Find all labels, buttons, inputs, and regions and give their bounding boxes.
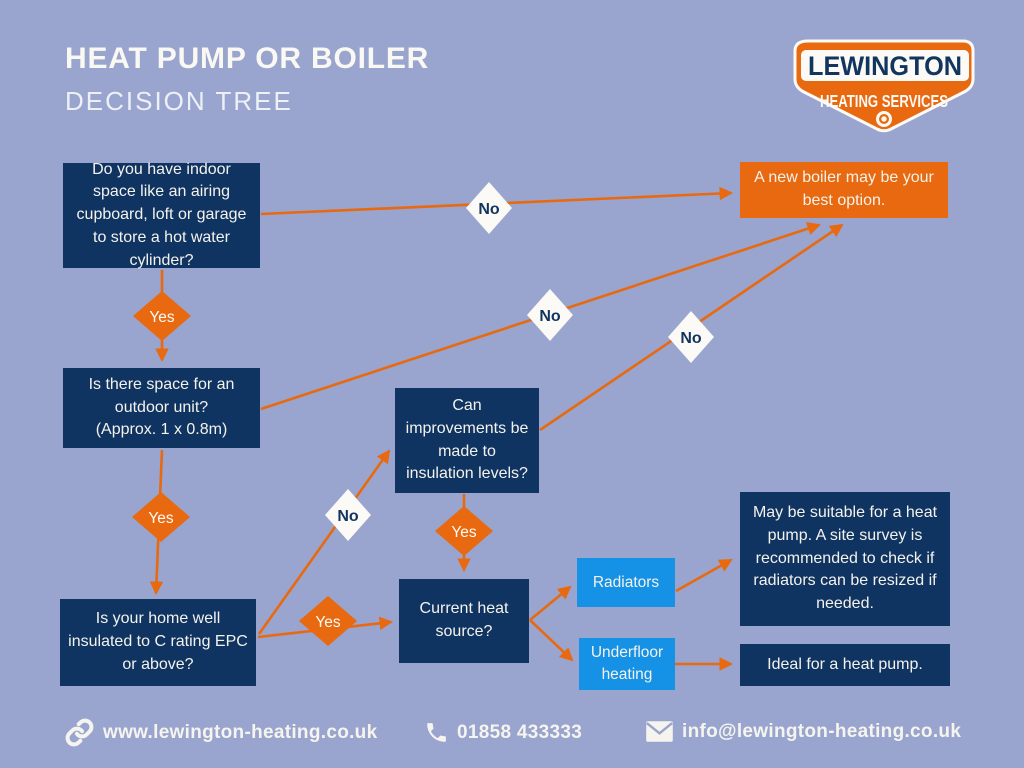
question-indoor-space: Do you have indoor space like an airing …: [63, 161, 260, 269]
decision-diamond-yes-2: Yes: [435, 506, 493, 556]
connector-epc-to-insulation: [257, 449, 391, 635]
outcome-site-survey: May be suitable for a heat pump. A site …: [740, 492, 950, 626]
diamond-label: Yes: [149, 309, 175, 326]
diamond-label: Yes: [148, 510, 174, 527]
footer-website: www.lewington-heating.co.uk: [64, 717, 377, 748]
connector-heatsource-to-underfloor: [529, 619, 574, 662]
outcome-new-boiler: A new boiler may be your best option.: [740, 162, 948, 218]
question-heat-source: Current heat source?: [399, 579, 529, 663]
logo-brand-text: LEWINGTON: [808, 51, 962, 81]
link-icon: [65, 718, 94, 747]
page-subtitle: DECISION TREE: [65, 86, 293, 116]
decision-diamond-no-1: No: [466, 182, 512, 234]
footer-email: info@lewington-heating.co.uk: [645, 720, 961, 743]
option-underfloor-heating: Underfloor heating: [579, 638, 675, 690]
diamond-label: No: [478, 201, 500, 218]
question-outdoor-unit-line1: Is there space for an outdoor unit?: [88, 375, 235, 416]
question-epc-rating: Is your home well insulated to C rating …: [60, 599, 256, 686]
outcome-ideal-heat-pump: Ideal for a heat pump.: [740, 644, 950, 686]
connector-radiators-to-suitable: [675, 558, 733, 593]
question-outdoor-unit: Is there space for an outdoor unit? (App…: [63, 368, 260, 448]
question-insulation-improvements: Can improvements be made to insulation l…: [395, 388, 539, 493]
page-title: HEAT PUMP OR BOILER: [65, 42, 430, 75]
diamond-label: Yes: [451, 524, 477, 541]
decision-diamond-yes-4: Yes: [299, 596, 357, 646]
footer-website-text: www.lewington-heating.co.uk: [103, 721, 378, 743]
decision-diamond-no-3: No: [668, 311, 714, 363]
option-radiators: Radiators: [577, 558, 675, 607]
decision-diamond-yes-3: Yes: [132, 492, 190, 542]
connector-heatsource-to-radiators: [529, 585, 572, 622]
question-outdoor-unit-line2: (Approx. 1 x 0.8m): [95, 421, 228, 439]
decision-diamond-no-4: No: [325, 489, 371, 541]
logo-bullseye-icon: [876, 111, 892, 127]
company-logo: LEWINGTON HEATING SERVICES: [786, 36, 986, 143]
diamond-label: No: [539, 308, 561, 325]
diamond-label: No: [680, 330, 702, 347]
envelope-icon: [646, 721, 673, 742]
decision-diamond-yes-1: Yes: [133, 291, 191, 341]
footer-phone-text: 01858 433333: [457, 721, 583, 743]
logo-tagline-text: HEATING SERVICES: [820, 91, 948, 111]
footer-phone: 01858 433333: [424, 720, 582, 745]
phone-icon: [427, 723, 446, 742]
footer-email-text: info@lewington-heating.co.uk: [682, 720, 962, 742]
logo-badge-icon: LEWINGTON HEATING SERVICES: [793, 39, 975, 133]
diamond-label: No: [337, 508, 359, 525]
decision-diamond-no-2: No: [527, 289, 573, 341]
diamond-label: Yes: [315, 614, 341, 631]
